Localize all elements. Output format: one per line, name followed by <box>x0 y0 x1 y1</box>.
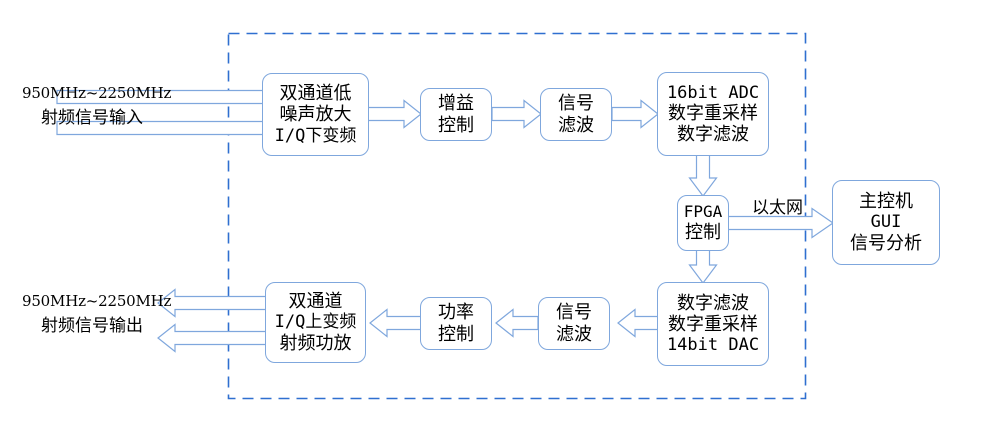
node-line: 双通道低 <box>279 83 352 104</box>
node-dac-block[interactable]: 数字滤波 数字重采样 14bit DAC <box>657 282 769 366</box>
rf-output-frequency: 950MHz~2250MHz <box>22 292 172 310</box>
arrow-filter-to-power <box>495 308 539 338</box>
node-line: 数字重采样 <box>668 102 758 123</box>
node-gain-control[interactable]: 增益 控制 <box>420 88 492 141</box>
node-line: 16bit ADC <box>666 82 760 103</box>
node-line: 噪声放大 <box>279 104 352 125</box>
ethernet-link-label: 以太网 <box>752 198 803 217</box>
node-line: FPGA <box>683 201 723 221</box>
node-line: I/Q上变频 <box>274 312 357 333</box>
rf-input-description: 射频信号输入 <box>41 107 143 127</box>
rf-output-description: 射频信号输出 <box>41 315 143 335</box>
node-line: 信号 <box>556 302 592 323</box>
arrow-filter-to-adc <box>611 99 659 129</box>
arrow-power-to-upconvert <box>369 308 422 338</box>
rf-output-label: 950MHz~2250MHz 射频信号输出 <box>22 290 172 338</box>
node-line: 主控机 <box>859 191 913 212</box>
arrow-gain-to-filter <box>491 99 542 129</box>
node-line: 数字重采样 <box>668 313 758 334</box>
node-signal-filter-tx[interactable]: 信号 滤波 <box>538 297 610 350</box>
node-fpga-control[interactable]: FPGA 控制 <box>677 195 729 251</box>
arrow-lna-to-gain <box>367 99 422 129</box>
node-host-gui[interactable]: 主控机 GUI 信号分析 <box>832 180 940 265</box>
node-line: 信号 <box>558 93 594 114</box>
node-line: GUI <box>870 212 902 233</box>
arrow-dac-to-filter <box>617 308 659 338</box>
node-line: 控制 <box>438 114 474 135</box>
arrow-adc-to-fpga <box>688 154 718 197</box>
node-line: 数字滤波 <box>677 292 749 313</box>
node-line: I/Q下变频 <box>274 125 357 146</box>
node-line: 双通道 <box>288 291 343 312</box>
node-line: 数字滤波 <box>677 124 749 145</box>
node-line: 14bit DAC <box>666 335 760 356</box>
node-line: 滤波 <box>558 114 594 135</box>
node-line: 信号分析 <box>850 232 922 253</box>
node-line: 射频功放 <box>279 332 352 353</box>
node-line: 控制 <box>438 323 474 344</box>
arrow-fpga-to-dac <box>688 249 718 284</box>
node-line: 控制 <box>685 221 721 242</box>
node-line: 功率 <box>438 302 474 323</box>
rf-input-frequency: 950MHz~2250MHz <box>22 84 172 102</box>
node-upconvert-pa[interactable]: 双通道 I/Q上变频 射频功放 <box>265 282 366 363</box>
node-line: 滤波 <box>556 323 592 344</box>
node-power-control[interactable]: 功率 控制 <box>420 297 492 350</box>
node-lna-downconvert[interactable]: 双通道低 噪声放大 I/Q下变频 <box>262 73 369 156</box>
node-line: 增益 <box>438 93 474 114</box>
node-adc-block[interactable]: 16bit ADC 数字重采样 数字滤波 <box>657 72 769 156</box>
rf-input-label: 950MHz~2250MHz 射频信号输入 <box>22 82 172 130</box>
node-signal-filter-rx[interactable]: 信号 滤波 <box>540 88 612 141</box>
